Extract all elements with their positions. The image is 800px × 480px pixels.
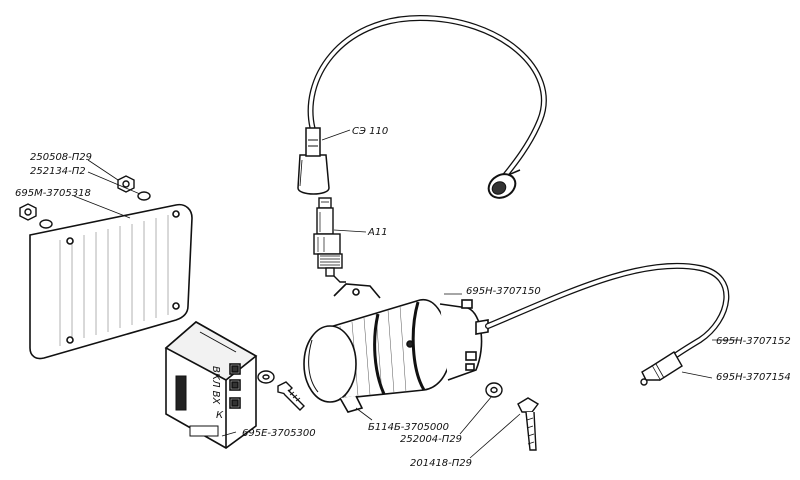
cable-connector <box>640 351 683 386</box>
coil-output-cable <box>485 262 730 361</box>
label-cable-right: 695Н-3707152 <box>716 336 791 347</box>
ignition-cable <box>297 14 547 199</box>
leader-lines <box>73 129 738 459</box>
washer-bottom <box>485 382 503 398</box>
ignition-coil <box>303 283 489 413</box>
label-washer-top: 252134-П2 <box>30 166 86 177</box>
mounting-plate <box>29 203 193 360</box>
washer-left <box>39 219 53 229</box>
label-switch-box: 695Е-3705300 <box>242 428 316 439</box>
bolt-switch <box>277 381 305 411</box>
label-nut-top: 250508-П29 <box>30 152 92 163</box>
spark-plug <box>313 197 346 283</box>
label-cable: СЭ 110 <box>352 126 388 137</box>
washer-top <box>137 191 151 201</box>
nut-left <box>19 203 37 221</box>
washer-switch <box>257 370 275 384</box>
label-plate: 695М-3705318 <box>15 188 91 199</box>
bolt-bottom <box>517 397 540 451</box>
label-spark-plug: А11 <box>367 227 388 238</box>
label-bolt-bottom: 201418-П29 <box>410 458 472 469</box>
switch-box-mark-k: К <box>216 410 224 421</box>
switch-box-marking: ВКЛ ВХ <box>210 366 221 406</box>
label-coil-bracket: 695Н-3707150 <box>466 286 541 297</box>
nut-top <box>117 175 135 193</box>
label-washer-bottom: 252004-П29 <box>400 434 462 445</box>
label-connector-right: 695Н-3707154 <box>716 372 791 383</box>
switch-box <box>164 321 258 449</box>
label-coil: Б114Б-3705000 <box>368 422 449 433</box>
